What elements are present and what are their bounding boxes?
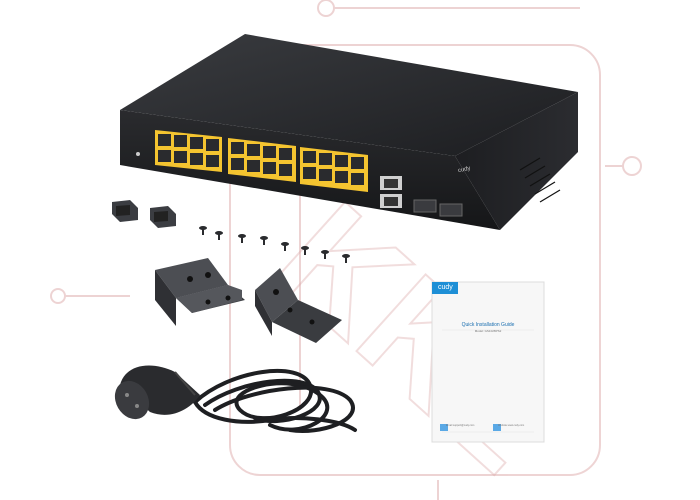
- guide-brand-logo: cudy: [438, 284, 453, 291]
- rack-bracket-left: [155, 258, 245, 326]
- switch-vents: [519, 157, 561, 203]
- power-cable: [193, 368, 357, 433]
- ethernet-port-block-3: [300, 147, 368, 192]
- switch-side-panel: [455, 92, 578, 230]
- watermark: [50, 0, 642, 500]
- guide-title: Quick Installation Guide: [461, 322, 515, 328]
- guide-model: Model: GS1028PS2: [474, 329, 502, 333]
- quick-guide-booklet: [431, 281, 545, 443]
- guide-contact-website: Website www.cudy.com: [498, 424, 525, 427]
- power-plug: [114, 365, 200, 420]
- guide-contact-email: Email support@cudy.com: [446, 424, 475, 427]
- uplink-ports: [380, 176, 463, 217]
- quick-guide: cudy Quick Installation Guide Model: GS1…: [432, 282, 544, 442]
- rack-bracket-right: [255, 268, 342, 343]
- switch-top-panel: [120, 34, 578, 156]
- rubber-feet: [112, 200, 176, 228]
- ethernet-port-block-2: [228, 138, 296, 182]
- screws: [199, 226, 350, 263]
- ethernet-port-block-1: [155, 130, 222, 172]
- power-led: [136, 152, 140, 156]
